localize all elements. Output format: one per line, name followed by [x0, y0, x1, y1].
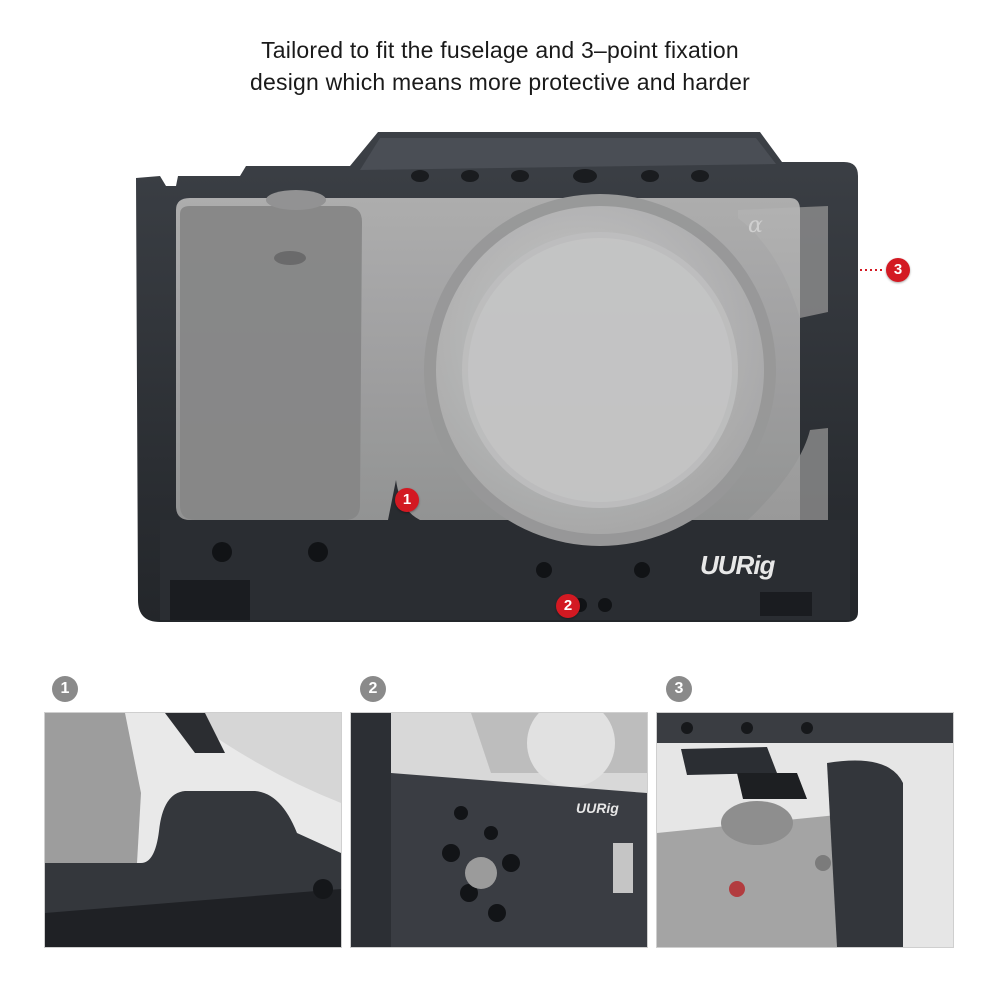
headline: Tailored to fit the fuselage and 3–point…	[0, 34, 1000, 98]
callout-marker-1: 1	[395, 488, 419, 512]
camera-body	[176, 190, 800, 546]
callout-marker-2: 2	[556, 594, 580, 618]
detail-badge-3: 3	[666, 676, 692, 702]
detail-photo-1	[44, 712, 342, 948]
callout-marker-3: 3	[886, 258, 910, 282]
detail-photo-3	[656, 712, 954, 948]
svg-text:UURig: UURig	[576, 800, 619, 816]
headline-line-1: Tailored to fit the fuselage and 3–point…	[261, 37, 739, 63]
brand-logo: UURig	[700, 550, 776, 580]
detail-badge-1: 1	[52, 676, 78, 702]
detail-badge-2: 2	[360, 676, 386, 702]
svg-text:α: α	[748, 213, 763, 238]
headline-line-2: design which means more protective and h…	[250, 69, 750, 95]
detail-photo-2: UURig	[350, 712, 648, 948]
camera-cage-photo: α UURig	[136, 132, 884, 622]
